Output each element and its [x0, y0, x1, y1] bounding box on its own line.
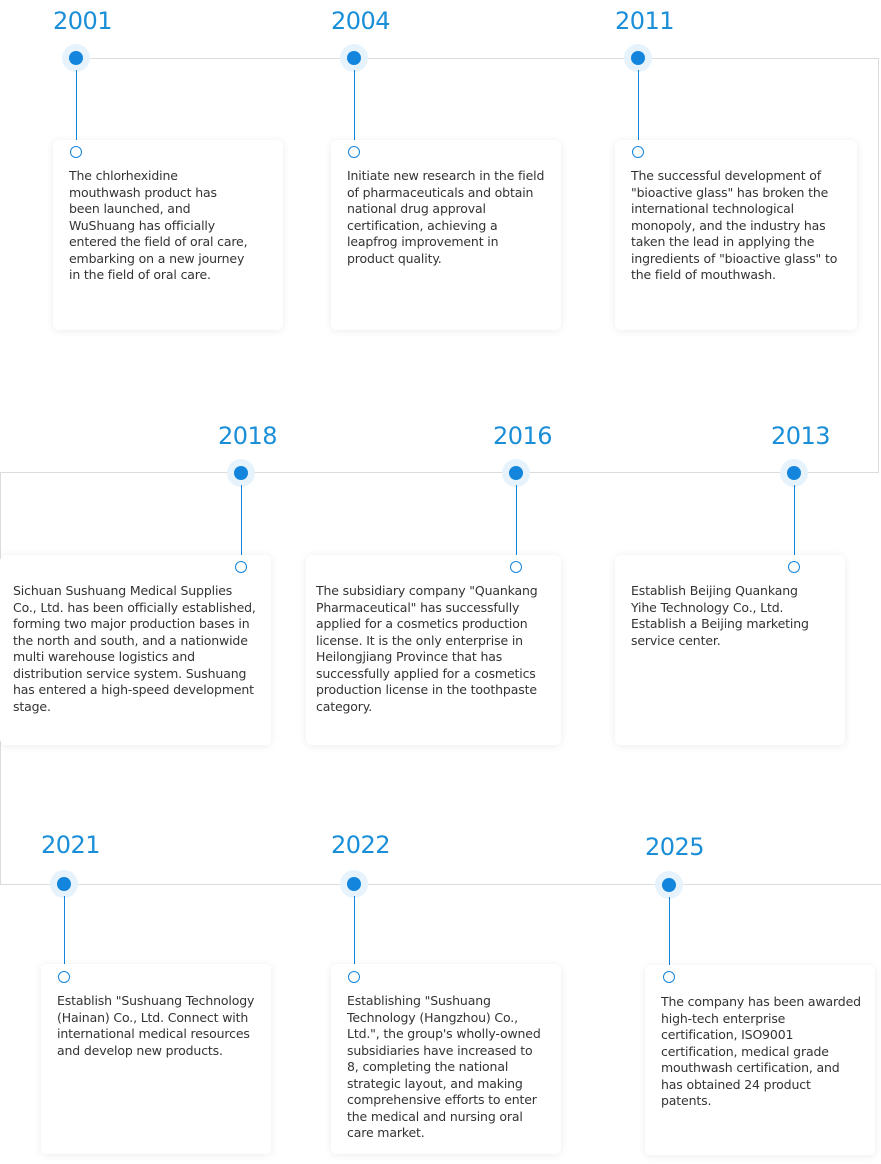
timeline-ring-marker	[348, 971, 360, 983]
milestone-year: 2022	[331, 831, 391, 859]
timeline-stem	[354, 70, 355, 146]
timeline-node-dot	[50, 870, 78, 898]
milestone-card	[331, 964, 561, 1154]
milestone-year: 2018	[218, 422, 278, 450]
milestone-description: Initiate new research in the field of ph…	[347, 168, 545, 266]
milestone-year: 2021	[41, 831, 101, 859]
milestone-description: Establish Beijing Quankang Yihe Technolo…	[631, 583, 809, 648]
milestone-description: Establishing "Sushuang Technology (Hangz…	[347, 993, 541, 1140]
timeline-node-dot	[340, 44, 368, 72]
milestone-year: 2011	[615, 7, 675, 35]
milestone-card	[615, 140, 857, 330]
milestone-card	[331, 140, 561, 330]
milestone-description: The chlorhexidine mouthwash product has …	[69, 168, 248, 282]
milestone-card	[0, 555, 271, 745]
timeline-track-row-3	[0, 884, 881, 885]
milestone-year: 2025	[645, 833, 705, 861]
timeline-node-dot	[655, 871, 683, 899]
milestone-card	[615, 555, 845, 745]
milestone-description: The subsidiary company "Quankang Pharmac…	[316, 583, 538, 714]
timeline-ring-marker	[788, 561, 800, 573]
timeline-ring-marker	[510, 561, 522, 573]
timeline-ring-marker	[58, 971, 70, 983]
milestone-description: The company has been awarded high-tech e…	[661, 994, 861, 1108]
timeline-stem	[76, 70, 77, 146]
milestone-description: Sichuan Sushuang Medical Supplies Co., L…	[13, 583, 256, 714]
timeline-track-row-2	[0, 472, 879, 473]
milestone-card	[41, 964, 271, 1154]
milestone-year: 2001	[53, 7, 113, 35]
milestone-description: Establish "Sushuang Technology (Hainan) …	[57, 993, 255, 1058]
milestone-year: 2016	[493, 422, 553, 450]
timeline-stem	[354, 896, 355, 972]
timeline-node-dot	[62, 44, 90, 72]
timeline-node-dot	[780, 459, 808, 487]
timeline-stem	[241, 485, 242, 561]
milestone-year: 2004	[331, 7, 391, 35]
timeline-stem	[794, 485, 795, 561]
timeline-stem	[638, 70, 639, 146]
milestone-card	[306, 555, 561, 745]
timeline-ring-marker	[632, 146, 644, 158]
timeline-stem	[64, 896, 65, 972]
timeline-track-right-connector	[878, 58, 879, 473]
timeline-track-row-1	[76, 58, 879, 59]
milestone-card	[645, 965, 875, 1155]
timeline-node-dot	[227, 459, 255, 487]
timeline-ring-marker	[235, 561, 247, 573]
timeline-stem	[516, 485, 517, 561]
timeline-ring-marker	[348, 146, 360, 158]
milestone-description: The successful development of "bioactive…	[631, 168, 838, 282]
timeline-node-dot	[624, 44, 652, 72]
timeline-ring-marker	[70, 146, 82, 158]
timeline-node-dot	[340, 870, 368, 898]
timeline-ring-marker	[663, 971, 675, 983]
milestone-year: 2013	[771, 422, 831, 450]
timeline-node-dot	[502, 459, 530, 487]
timeline-stem	[669, 897, 670, 973]
milestone-card	[53, 140, 283, 330]
